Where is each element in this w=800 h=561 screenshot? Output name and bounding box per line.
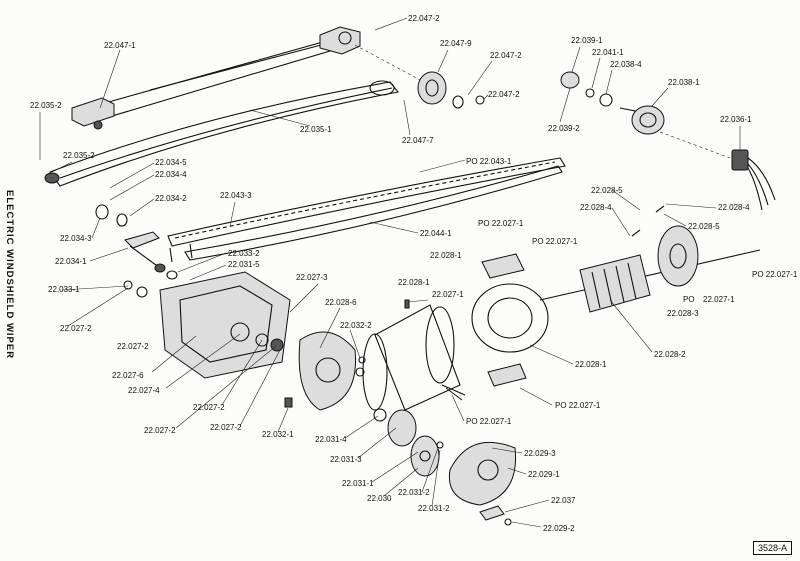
part-label: 22.027-2 bbox=[117, 342, 149, 351]
part-label: PO bbox=[683, 295, 695, 304]
part-label: 22.027-6 bbox=[112, 371, 144, 380]
wiper-blade bbox=[167, 157, 566, 263]
part-label: PO 22.027-1 bbox=[466, 417, 512, 426]
part-label: 22.047-1 bbox=[104, 41, 136, 50]
part-label: 22.027-2 bbox=[60, 324, 92, 333]
part-label: 22.027-1 bbox=[703, 295, 735, 304]
part-label: PO 22.043-1 bbox=[466, 157, 512, 166]
part-label: 22.044-1 bbox=[420, 229, 452, 238]
part-label: 22.034-3 bbox=[60, 234, 92, 243]
diagram-side-title: ELECTRIC WINDSHIELD WIPER bbox=[4, 190, 15, 360]
motor-frame bbox=[362, 304, 463, 411]
part-label: 22.039-1 bbox=[571, 36, 603, 45]
part-label: 22.028-5 bbox=[688, 222, 720, 231]
figure-number: 3528-A bbox=[752, 541, 792, 555]
small-hardware-left bbox=[95, 204, 178, 298]
part-label: 22.041-1 bbox=[592, 48, 624, 57]
part-label: 22.029-2 bbox=[543, 524, 575, 533]
part-label: 22.031-2 bbox=[398, 488, 430, 497]
part-label: 22.029-1 bbox=[528, 470, 560, 479]
part-label: 22.047-9 bbox=[440, 39, 472, 48]
part-label: 22.028-1 bbox=[575, 360, 607, 369]
part-label: 22.031-5 bbox=[228, 260, 260, 269]
wiper-linkage-arm-lower bbox=[44, 80, 399, 187]
part-label: 22.035-2 bbox=[30, 101, 62, 110]
leader-lines bbox=[39, 17, 741, 528]
part-label: PO 22.027-1 bbox=[532, 237, 578, 246]
part-label: 22.034-1 bbox=[55, 257, 87, 266]
part-label: 22.034-2 bbox=[155, 194, 187, 203]
part-label: 22.036-1 bbox=[720, 115, 752, 124]
part-label: 22.038-4 bbox=[610, 60, 642, 69]
brush-holder bbox=[471, 253, 549, 387]
part-label: 22.028-1 bbox=[430, 251, 462, 260]
part-label: 22.028-4 bbox=[580, 203, 612, 212]
part-label: 22.043-3 bbox=[220, 191, 252, 200]
part-label: 22.047-7 bbox=[402, 136, 434, 145]
misc-small-parts bbox=[284, 299, 466, 408]
part-label: 22.029-3 bbox=[524, 449, 556, 458]
part-label: PO 22.027-1 bbox=[478, 219, 524, 228]
part-label: 22.031-4 bbox=[315, 435, 347, 444]
part-label: 22.034-5 bbox=[155, 158, 187, 167]
part-label: 22.032-1 bbox=[262, 430, 294, 439]
part-label: 22.028-2 bbox=[654, 350, 686, 359]
part-label: 22.047-2 bbox=[490, 51, 522, 60]
wiper-arm bbox=[184, 165, 563, 261]
part-label: 22.033-2 bbox=[228, 249, 260, 258]
armature bbox=[539, 249, 761, 313]
part-label: 22.047-2 bbox=[488, 90, 520, 99]
part-label: 22.031-1 bbox=[342, 479, 374, 488]
part-label: 22.027-1 bbox=[432, 290, 464, 299]
part-label: 22.035-2 bbox=[63, 151, 95, 160]
part-label: 22.037 bbox=[551, 496, 576, 505]
part-label: 22.028-4 bbox=[718, 203, 750, 212]
part-label: 22.028-5 bbox=[591, 186, 623, 195]
drive-gears bbox=[373, 408, 444, 477]
part-label: 22.032-2 bbox=[340, 321, 372, 330]
part-label: 22.027-3 bbox=[296, 273, 328, 282]
end-frame bbox=[298, 331, 365, 411]
pivot-bushing bbox=[354, 44, 485, 109]
part-label: PO 22.027-1 bbox=[752, 270, 798, 279]
part-label: 22.028-6 bbox=[325, 298, 357, 307]
part-label: 22.034-4 bbox=[155, 170, 187, 179]
wiper-linkage-arm-upper bbox=[71, 26, 361, 130]
part-label: 22.033-1 bbox=[48, 285, 80, 294]
part-label: 22.027-4 bbox=[128, 386, 160, 395]
part-label: 22.035-1 bbox=[300, 125, 332, 134]
part-label: 22.027-2 bbox=[193, 403, 225, 412]
part-label: 22.027-2 bbox=[144, 426, 176, 435]
part-label: 22.028-1 bbox=[398, 278, 430, 287]
part-label: 22.031-3 bbox=[330, 455, 362, 464]
part-label: 22.027-2 bbox=[210, 423, 242, 432]
part-label: 22.031-2 bbox=[418, 504, 450, 513]
part-label: 22.047-2 bbox=[408, 14, 440, 23]
part-label: 22.030 bbox=[367, 494, 392, 503]
part-label: 22.038-1 bbox=[668, 78, 700, 87]
part-label: 22.039-2 bbox=[548, 124, 580, 133]
gear-cover bbox=[448, 441, 517, 526]
part-label: 22.028-3 bbox=[667, 309, 699, 318]
gear-housing bbox=[159, 271, 291, 379]
end-plate bbox=[631, 205, 699, 287]
part-label: PO 22.027-1 bbox=[555, 401, 601, 410]
